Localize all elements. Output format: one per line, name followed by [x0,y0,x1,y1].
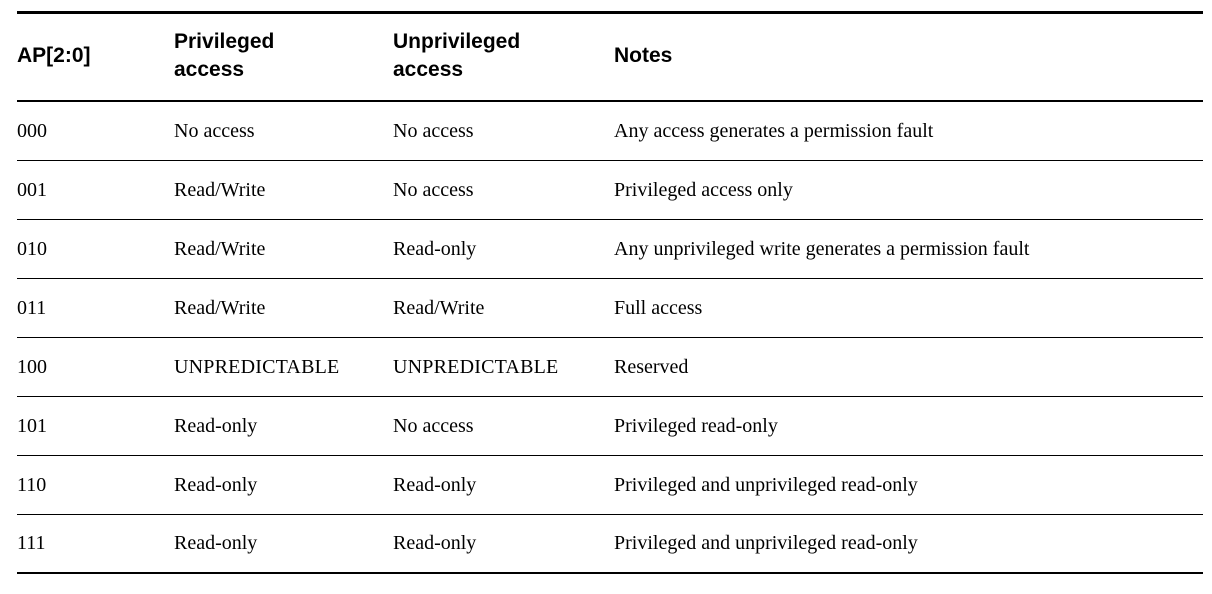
cell-unprivileged-access: No access [393,101,614,161]
cell-ap-value: 101 [17,396,174,456]
table-header: AP[2:0] Privileged access Unprivileged a… [17,11,1203,102]
column-header-unprivileged-line1: Unprivileged [393,30,521,53]
cell-ap-value: 111 [17,514,174,574]
cell-notes: Reserved [614,337,1203,397]
cell-privileged-access: No access [174,101,393,161]
cell-ap-value: 010 [17,219,174,279]
cell-unprivileged-access: Read-only [393,219,614,279]
column-header-privileged-line1: Privileged [174,30,275,53]
cell-unprivileged-access: UNPREDICTABLE [393,337,614,397]
column-header-privileged-line2: access [174,58,245,81]
cell-privileged-access: Read/Write [174,219,393,279]
cell-notes: Any unprivileged write generates a permi… [614,219,1203,279]
cell-ap-value: 011 [17,278,174,338]
cell-privileged-access: Read-only [174,396,393,456]
cell-unprivileged-access: Read-only [393,514,614,574]
cell-notes: Privileged and unprivileged read-only [614,455,1203,515]
cell-ap-value: 001 [17,160,174,220]
column-header-privileged-access: Privileged access [174,11,393,102]
cell-unprivileged-access: Read/Write [393,278,614,338]
cell-ap-value: 000 [17,101,174,161]
cell-unprivileged-access: No access [393,160,614,220]
permissions-table-container: AP[2:0] Privileged access Unprivileged a… [17,11,1203,574]
column-header-unprivileged-line2: access [393,58,464,81]
access-permissions-table: AP[2:0] Privileged access Unprivileged a… [17,11,1203,574]
cell-unprivileged-access: No access [393,396,614,456]
cell-privileged-access: Read/Write [174,278,393,338]
cell-notes: Any access generates a permission fault [614,101,1203,161]
cell-privileged-access: Read-only [174,514,393,574]
cell-notes: Privileged read-only [614,396,1203,456]
column-header-notes-line1: Notes [614,44,673,67]
column-header-ap-line1: AP[2:0] [17,44,91,67]
cell-unprivileged-access: Read-only [393,455,614,515]
cell-notes: Full access [614,278,1203,338]
column-header-unprivileged-access: Unprivileged access [393,11,614,102]
cell-privileged-access: Read/Write [174,160,393,220]
cell-ap-value: 100 [17,337,174,397]
cell-privileged-access: UNPREDICTABLE [174,337,393,397]
cell-notes: Privileged and unprivileged read-only [614,514,1203,574]
column-header-notes: Notes [614,11,1203,102]
table-header-row: AP[2:0] Privileged access Unprivileged a… [17,11,1203,102]
column-header-ap: AP[2:0] [17,11,174,102]
cell-notes: Privileged access only [614,160,1203,220]
cell-privileged-access: Read-only [174,455,393,515]
cell-ap-value: 110 [17,455,174,515]
